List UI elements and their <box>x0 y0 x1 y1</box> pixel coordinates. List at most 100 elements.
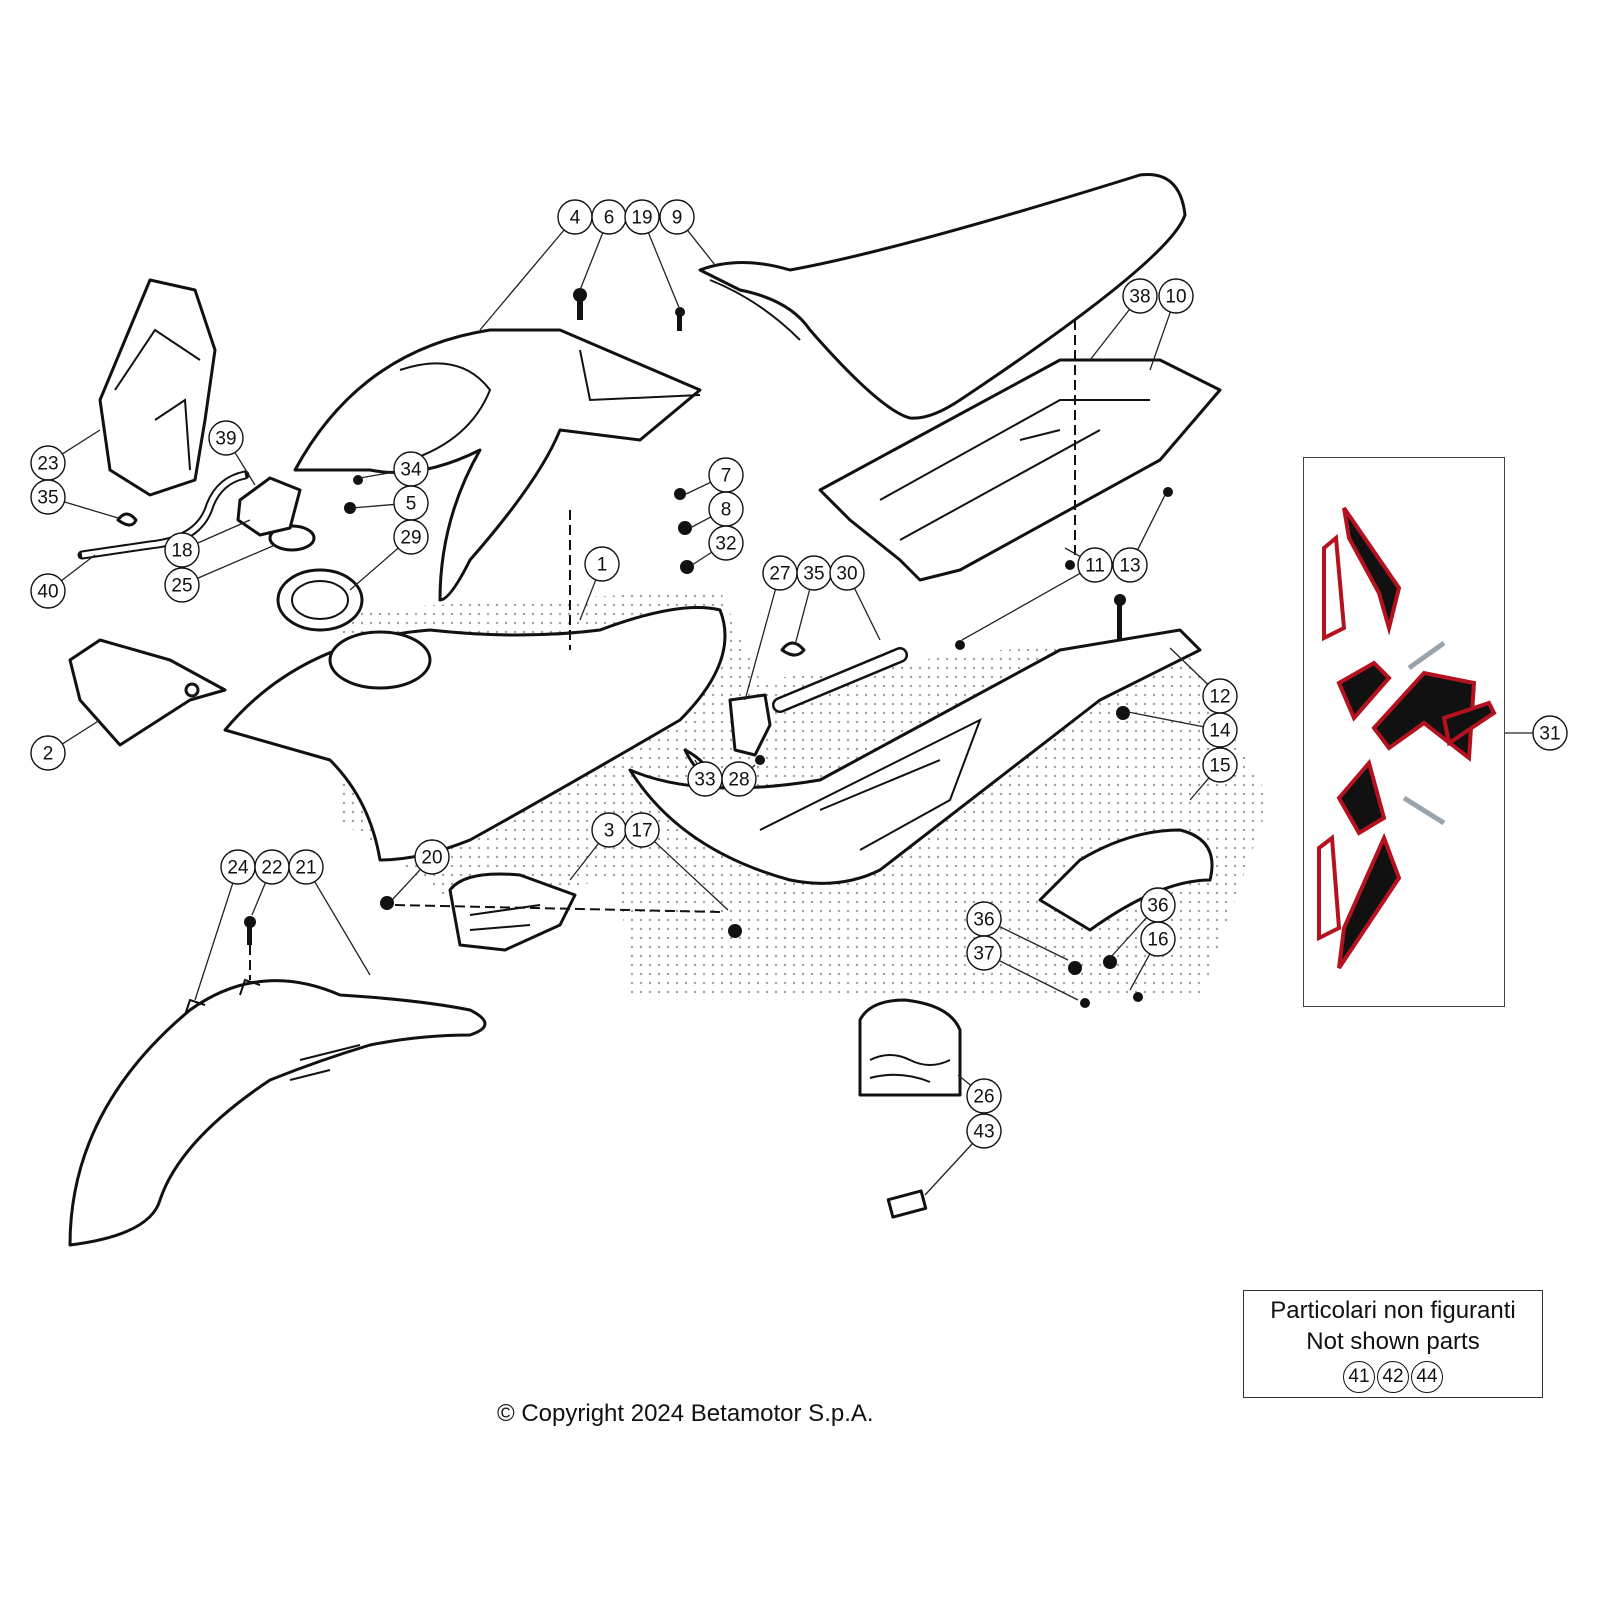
part-callout[interactable]: 6 <box>591 199 627 235</box>
part-callout[interactable]: 8 <box>708 491 744 527</box>
callout-circle <box>624 812 660 848</box>
part-callout[interactable]: 13 <box>1112 547 1148 583</box>
part-callout[interactable]: 20 <box>414 839 450 875</box>
decal-tank-right <box>1336 758 1387 836</box>
part-callout[interactable]: 18 <box>164 532 200 568</box>
leader-line <box>1064 547 1081 558</box>
clip-35 <box>780 641 806 657</box>
callout-circle <box>1077 547 1113 583</box>
part-callout[interactable]: 36 <box>1140 887 1176 923</box>
part-callout[interactable]: 30 <box>829 555 865 591</box>
callout-number: 31 <box>1539 724 1560 745</box>
part-callout[interactable]: 2 <box>30 735 66 771</box>
tank-cover <box>293 328 702 602</box>
leader-line <box>1149 311 1171 371</box>
seat-base <box>818 358 1222 582</box>
leader-line <box>359 471 395 479</box>
part-callout[interactable]: 37 <box>966 935 1002 971</box>
callout-number: 14 <box>1209 721 1231 742</box>
side-panel-detail <box>469 904 541 931</box>
part-callout[interactable]: 7 <box>708 457 744 493</box>
leader-line <box>794 589 811 646</box>
part-callout[interactable]: 10 <box>1158 278 1194 314</box>
part-callout[interactable]: 33 <box>687 761 723 797</box>
part-callout[interactable]: 21 <box>288 849 324 885</box>
part-callout[interactable]: 5 <box>393 485 429 521</box>
not-shown-callout[interactable]: 42 <box>1377 1361 1409 1393</box>
part-callout[interactable]: 17 <box>624 812 660 848</box>
callout-number: 6 <box>604 208 615 229</box>
part-callout[interactable]: 3 <box>591 812 627 848</box>
callout-circle <box>1202 747 1238 783</box>
seat-base-detail <box>879 399 1150 541</box>
part-callout[interactable]: 19 <box>624 199 660 235</box>
part-callout[interactable]: 22 <box>254 849 290 885</box>
callout-number: 33 <box>694 770 715 791</box>
callout-circle <box>584 546 620 582</box>
leader-line <box>62 429 101 455</box>
callout-number: 29 <box>400 528 421 549</box>
part-callout[interactable]: 26 <box>966 1078 1002 1114</box>
part-callout[interactable]: 27 <box>762 555 798 591</box>
part-callout[interactable]: 1 <box>584 546 620 582</box>
not-shown-callout[interactable]: 41 <box>1343 1361 1375 1393</box>
callout-number: 4 <box>570 208 581 229</box>
part-callout[interactable]: 40 <box>30 573 66 609</box>
part-callout[interactable]: 39 <box>208 420 244 456</box>
callout-number: 1 <box>597 555 608 576</box>
leader-line <box>569 843 600 881</box>
front-fender <box>68 979 487 1247</box>
decal-kit-box <box>1303 457 1505 1007</box>
callout-number: 7 <box>721 466 732 487</box>
copyright-text: © Copyright 2024 Betamotor S.p.A. <box>497 1400 874 1427</box>
leader-line <box>61 554 96 582</box>
part-callout[interactable]: 24 <box>220 849 256 885</box>
part-callout[interactable]: 35 <box>796 555 832 591</box>
fuel-cap <box>236 476 302 537</box>
callout-number: 34 <box>400 460 422 481</box>
part-callout[interactable]: 36 <box>966 901 1002 937</box>
leader-line <box>1169 647 1209 685</box>
callout-circle <box>966 1113 1002 1149</box>
decal-kit <box>1317 506 1497 970</box>
part-callout[interactable]: 31 <box>1532 715 1568 751</box>
callout-number: 18 <box>171 541 192 562</box>
document <box>886 1189 928 1219</box>
not-shown-callout[interactable]: 44 <box>1411 1361 1443 1393</box>
callout-circle <box>966 1078 1002 1114</box>
leader-line <box>1109 917 1148 959</box>
part-callout[interactable]: 34 <box>393 451 429 487</box>
part-callout[interactable]: 35 <box>30 479 66 515</box>
leader-line <box>62 719 101 745</box>
part-callout[interactable]: 12 <box>1202 678 1238 714</box>
leader-line <box>694 759 698 765</box>
part-callout[interactable]: 38 <box>1122 278 1158 314</box>
callout-number: 2 <box>43 744 54 765</box>
part-callout[interactable]: 25 <box>164 567 200 603</box>
callout-circle <box>721 761 757 797</box>
part-callout[interactable]: 15 <box>1202 747 1238 783</box>
callout-circle <box>708 525 744 561</box>
decal-shroud-left-bottom <box>1337 832 1402 970</box>
part-callout[interactable]: 4 <box>557 199 593 235</box>
part-callout[interactable]: 28 <box>721 761 757 797</box>
part-callout[interactable]: 16 <box>1140 921 1176 957</box>
part-callout[interactable]: 29 <box>393 519 429 555</box>
part-callout[interactable]: 32 <box>708 525 744 561</box>
part-callout[interactable]: 23 <box>30 445 66 481</box>
part-callout[interactable]: 14 <box>1202 712 1238 748</box>
leader-line <box>351 503 395 509</box>
seat-line <box>709 279 801 341</box>
leader-line <box>853 587 881 641</box>
part-callout[interactable]: 9 <box>659 199 695 235</box>
leader-line <box>924 1143 973 1196</box>
callout-circle <box>1158 278 1194 314</box>
headlight-mask-detail <box>114 328 201 471</box>
callout-circle <box>164 532 200 568</box>
part-callout[interactable]: 43 <box>966 1113 1002 1149</box>
leader-line <box>197 519 251 544</box>
scoop-bolt <box>184 682 200 698</box>
callout-circle <box>829 555 865 591</box>
part-callout[interactable]: 11 <box>1077 547 1113 583</box>
leader-line <box>479 229 565 331</box>
